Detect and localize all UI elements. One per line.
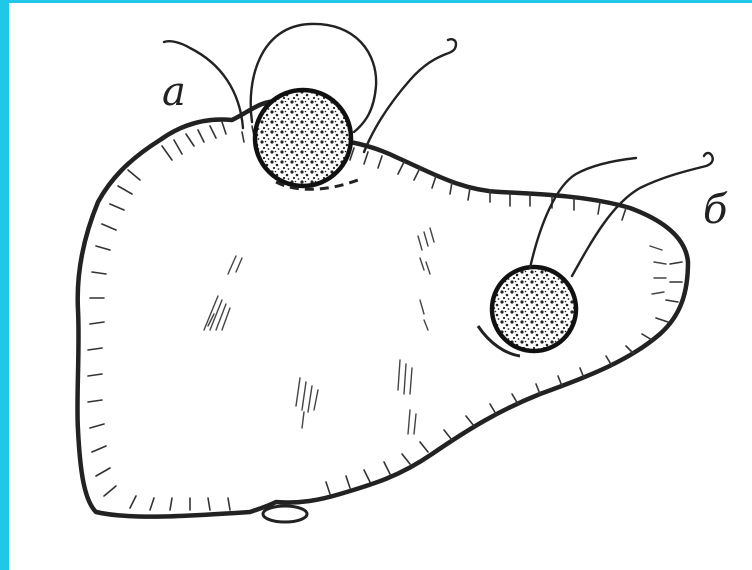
liver-outline — [77, 101, 688, 517]
label-b: б — [703, 190, 727, 230]
nodule-b — [492, 267, 576, 351]
bottom-notch — [263, 506, 307, 522]
label-a: а — [162, 72, 186, 112]
edge-hatching — [88, 122, 682, 510]
interior-shading — [204, 228, 666, 434]
nodule-a — [255, 90, 351, 186]
